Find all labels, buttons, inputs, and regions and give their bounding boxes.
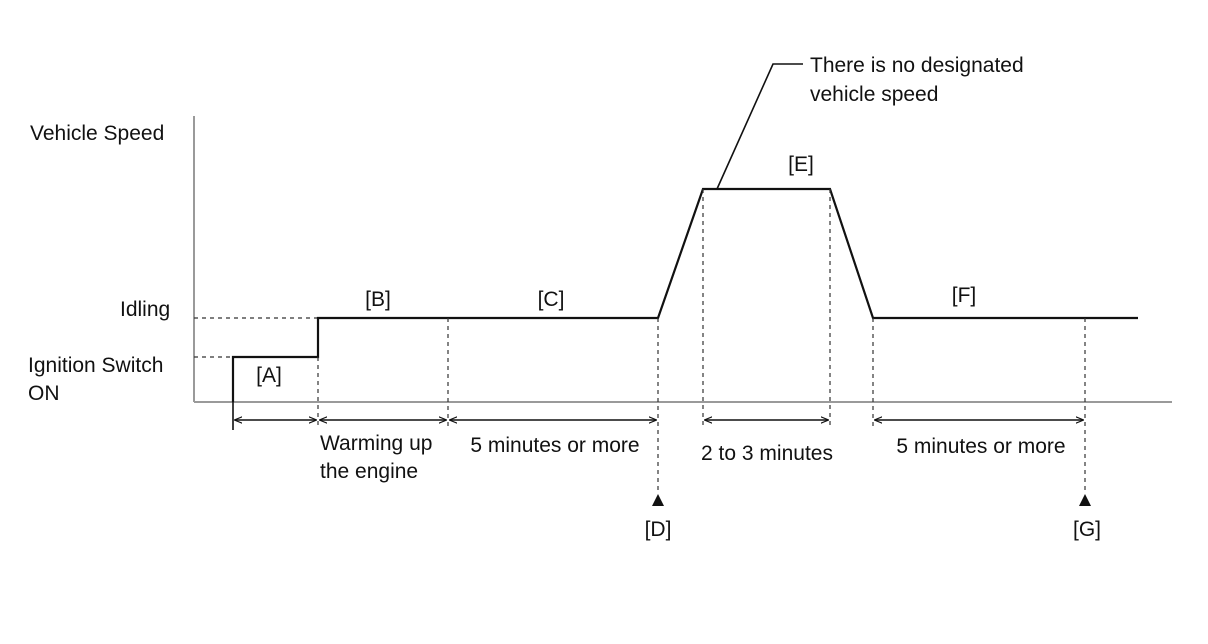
callout-text-line1: There is no designated xyxy=(810,54,1024,77)
marker-g-triangle xyxy=(1079,494,1091,506)
phase-e-label: [E] xyxy=(788,153,814,176)
f-duration-label: 5 minutes or more xyxy=(896,435,1065,458)
y-axis-label: Vehicle Speed xyxy=(30,122,164,145)
warmup-label-line1: Warming up xyxy=(320,432,432,455)
phase-b-label: [B] xyxy=(365,288,391,311)
marker-d-triangle xyxy=(652,494,664,506)
callout-leader xyxy=(716,63,803,190)
ignition-level-label-line2: ON xyxy=(28,382,60,405)
c-duration-label: 5 minutes or more xyxy=(470,434,639,457)
phase-c-label: [C] xyxy=(538,288,565,311)
e-duration-label: 2 to 3 minutes xyxy=(701,442,833,465)
ignition-level-label-line1: Ignition Switch xyxy=(28,354,163,377)
phase-a-label: [A] xyxy=(256,364,282,387)
phase-f-label: [F] xyxy=(952,284,977,307)
callout-text-line2: vehicle speed xyxy=(810,83,938,106)
idling-level-label: Idling xyxy=(120,298,170,321)
marker-g-label: [G] xyxy=(1073,518,1101,541)
warmup-label-line2: the engine xyxy=(320,460,418,483)
marker-d-label: [D] xyxy=(645,518,672,541)
